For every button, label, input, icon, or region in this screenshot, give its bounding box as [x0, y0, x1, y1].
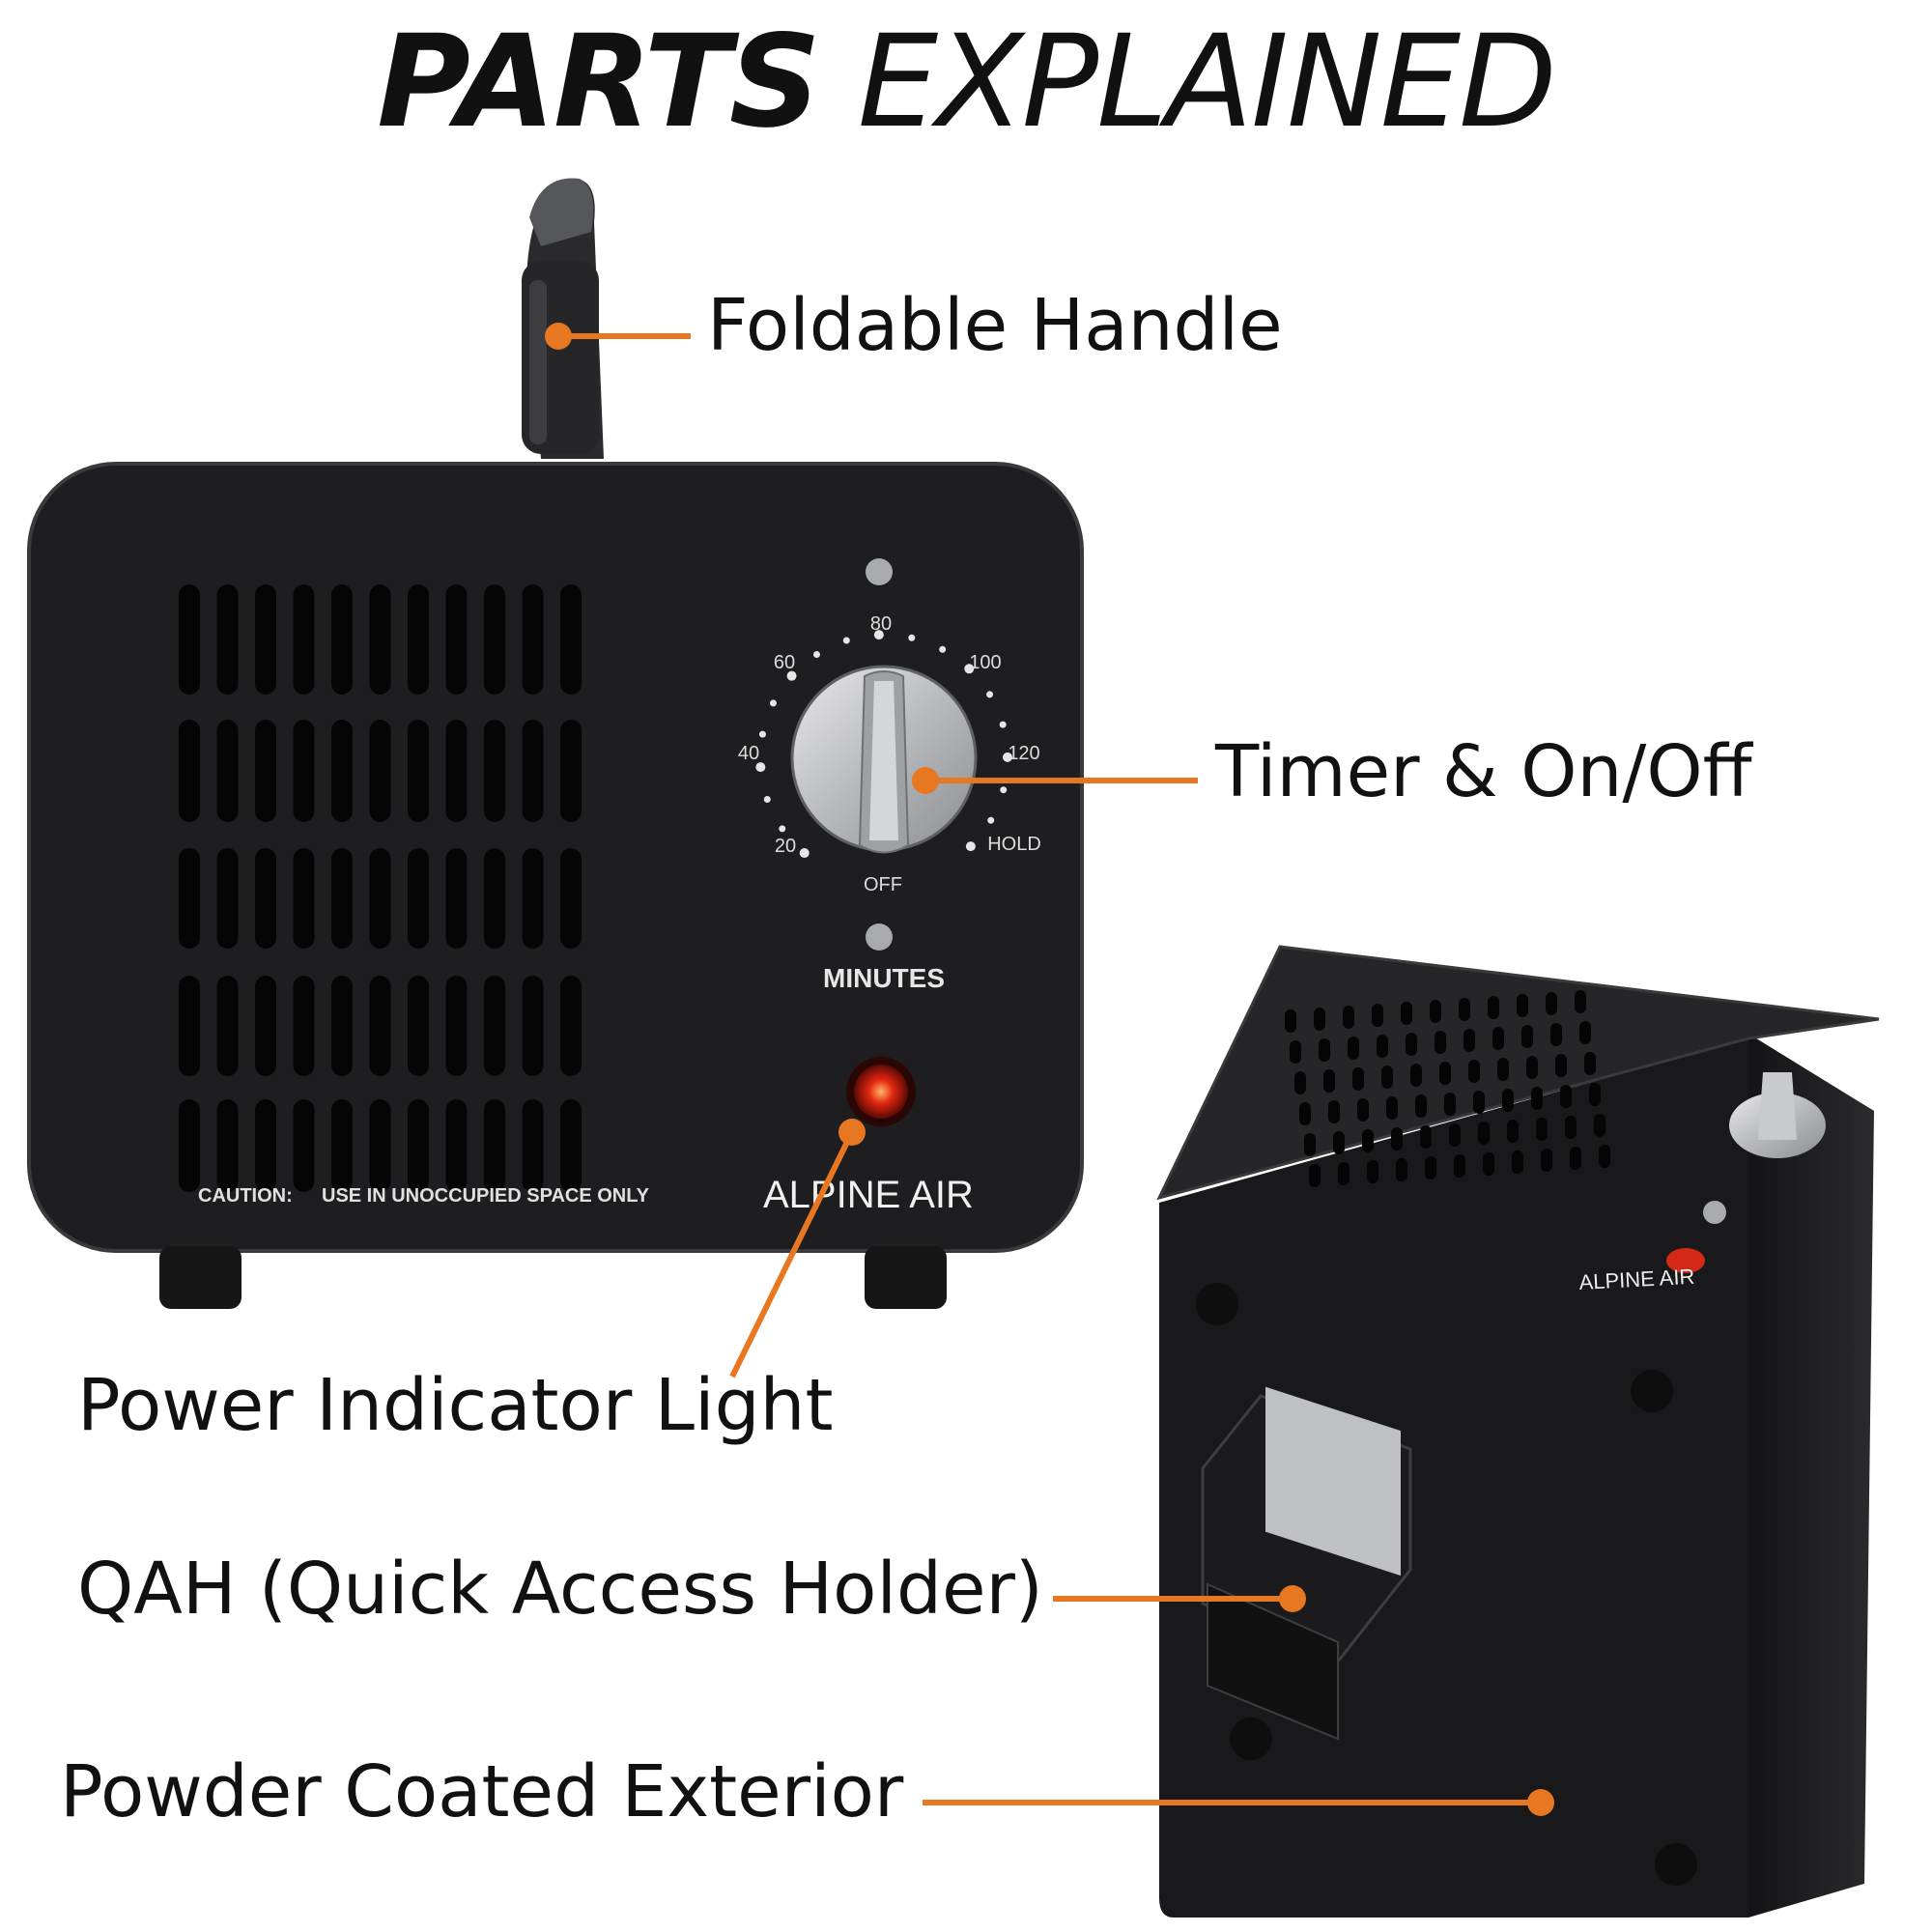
front-body: [29, 464, 1082, 1251]
callout-handle: Foldable Handle: [707, 284, 1283, 367]
foot-left: [159, 1246, 242, 1309]
callout-qah: QAH (Quick Access Holder): [77, 1548, 1043, 1631]
timer-knob[interactable]: [790, 665, 978, 854]
callout-timer: Timer & On/Off: [1215, 730, 1752, 813]
screw-top: [866, 558, 893, 585]
handle: [522, 178, 604, 459]
foot-right: [865, 1246, 947, 1309]
dial-label-40: 40: [738, 743, 759, 764]
dial-label-120: 120: [1008, 743, 1039, 764]
callout-power: Power Indicator Light: [77, 1364, 834, 1447]
vent-grille: [179, 584, 582, 1192]
page-title: PARTS EXPLAINED: [0, 0, 1932, 164]
dial-label-hold: HOLD: [987, 834, 1041, 855]
callout-exterior: Powder Coated Exterior: [60, 1750, 904, 1833]
screw-bottom: [866, 923, 893, 951]
dial-label-80: 80: [870, 613, 892, 635]
dial-ticks: [755, 630, 1012, 859]
caution-label: CAUTION:: [198, 1185, 293, 1207]
minutes-label: MINUTES: [823, 963, 945, 993]
caution-text: USE IN UNOCCUPIED SPACE ONLY: [322, 1185, 650, 1207]
power-led: [854, 1065, 908, 1119]
dial-label-off: OFF: [864, 874, 902, 895]
brand-logo-front: ALPINE AIR: [763, 1174, 974, 1216]
dial-label-20: 20: [775, 836, 796, 857]
angled-unit: ALPINE AIR: [1156, 945, 1880, 1918]
title-light: EXPLAINED: [857, 8, 1557, 156]
dial-label-100: 100: [969, 652, 1001, 673]
callout-lines: [545, 323, 1554, 1816]
title-bold: PARTS: [377, 8, 821, 156]
dial-label-60: 60: [774, 652, 795, 673]
